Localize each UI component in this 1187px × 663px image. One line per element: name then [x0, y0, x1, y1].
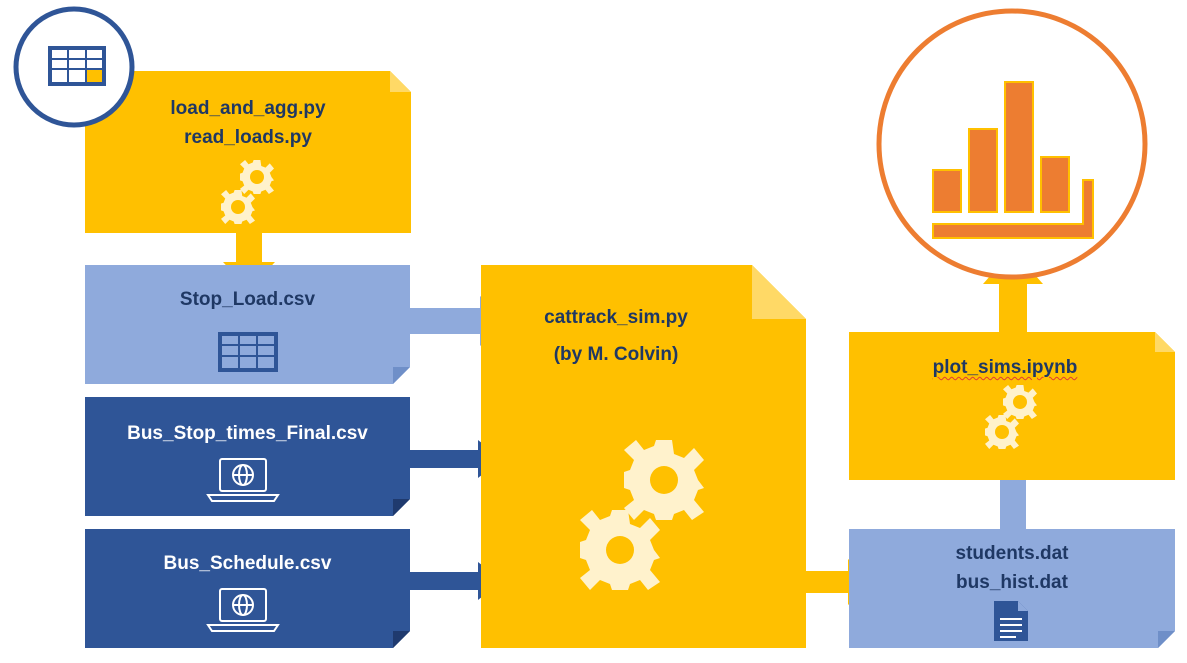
table-icon — [218, 332, 278, 372]
document-icon — [994, 601, 1028, 641]
box-outputs — [849, 529, 1175, 648]
bar-chart-icon — [932, 81, 1094, 239]
bus-stop-times-text: Bus_Stop_times_Final.csv — [127, 423, 368, 444]
box-bus-stop-times — [85, 397, 410, 516]
box-cattrack-sim — [481, 265, 806, 648]
stop-load-label: Stop_Load.csv — [85, 285, 410, 314]
gears-icon — [580, 440, 704, 590]
gears-icon — [985, 385, 1037, 449]
bus-schedule-label: Bus_Schedule.csv — [85, 549, 410, 578]
plot-sims-text: plot_sims.ipynb — [932, 357, 1078, 378]
gears-icon — [221, 160, 274, 224]
cattrack-sim-line1: cattrack_sim.py — [544, 307, 688, 328]
cattrack-sim-label: cattrack_sim.py (by M. Colvin) — [481, 299, 751, 373]
plot-sims-label: plot_sims.ipynb — [849, 353, 1161, 382]
box-plot-sims — [849, 332, 1175, 480]
box-load-agg — [85, 71, 411, 233]
chart-badge — [876, 8, 1148, 280]
laptop-globe-icon — [206, 458, 280, 502]
outputs-label: students.dat bus_hist.dat — [849, 539, 1175, 597]
table-icon — [48, 46, 106, 86]
load-agg-line2: read_loads.py — [184, 127, 312, 148]
box-stop-load — [85, 265, 410, 384]
load-agg-label: load_and_agg.py read_loads.py — [85, 94, 411, 152]
outputs-line2: bus_hist.dat — [956, 572, 1068, 593]
cattrack-sim-line2: (by M. Colvin) — [553, 344, 679, 365]
bus-stop-times-label: Bus_Stop_times_Final.csv — [85, 419, 410, 448]
stop-load-text: Stop_Load.csv — [179, 289, 316, 310]
laptop-globe-icon — [206, 588, 280, 632]
load-agg-line1: load_and_agg.py — [170, 98, 326, 119]
box-bus-schedule — [85, 529, 410, 648]
bus-schedule-text: Bus_Schedule.csv — [163, 553, 332, 574]
table-badge — [13, 6, 135, 128]
outputs-line1: students.dat — [955, 543, 1069, 564]
